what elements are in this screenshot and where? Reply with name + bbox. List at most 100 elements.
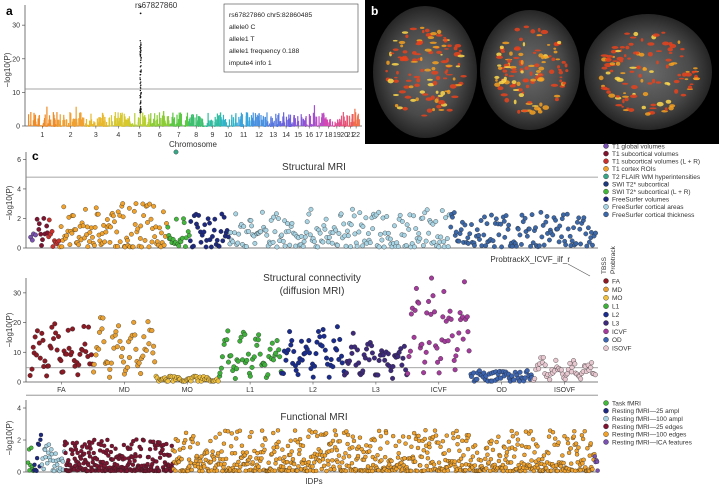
smri-point (220, 238, 226, 244)
smri-point (186, 233, 192, 238)
smri-point (530, 240, 536, 246)
manhattan-point (99, 116, 101, 126)
smri-point (489, 212, 494, 218)
fmri-point (510, 434, 516, 439)
smri-point (528, 243, 533, 249)
manhattan-point (87, 125, 90, 127)
fmri-point (213, 435, 218, 440)
manhattan-point (137, 119, 140, 126)
smri-point (29, 237, 35, 243)
manhattan-point (265, 122, 267, 126)
tbss-blob (401, 31, 409, 34)
smri-point (420, 215, 426, 221)
dmri-point (567, 360, 573, 366)
fmri-point (146, 454, 151, 460)
smri-point (413, 226, 419, 231)
smri-tick-label: 2 (17, 216, 21, 223)
smri-point (157, 225, 162, 231)
fmri-point (416, 433, 421, 439)
manhattan-point (125, 119, 127, 126)
manhattan-point (333, 125, 335, 127)
manhattan-point (177, 119, 180, 126)
smri-point (403, 243, 409, 248)
dmri-point (421, 370, 427, 376)
dmri-point (401, 343, 407, 349)
manhattan-point (315, 116, 317, 126)
manhattan-peak-point (140, 56, 142, 59)
fmri-point (541, 453, 547, 458)
manhattan-point (207, 125, 209, 127)
tbss-blob (609, 62, 616, 66)
smri-point (543, 219, 549, 225)
smri-point (467, 231, 473, 237)
smri-point (115, 243, 120, 249)
fmri-point (478, 458, 484, 463)
manhattan-point (144, 117, 147, 126)
manhattan-point (335, 125, 337, 127)
tbss-blob (516, 88, 523, 92)
fmri-point (325, 458, 330, 463)
fmri-point (416, 438, 422, 443)
dmri-point (245, 351, 251, 357)
smri-legend-marker (603, 158, 609, 164)
tbss-blob (629, 66, 637, 69)
manhattan-point (355, 120, 357, 126)
manhattan-point (297, 116, 299, 126)
fmri-point (463, 467, 468, 473)
fmri-point (210, 449, 215, 454)
fmri-point (151, 439, 156, 444)
smri-point (38, 231, 44, 237)
smri-point (203, 244, 209, 250)
smri-point (433, 219, 439, 224)
smri-point (129, 231, 134, 237)
tbss-blob (628, 42, 634, 46)
tbss-blob (615, 49, 621, 53)
smri-point (104, 217, 110, 222)
manhattan-x-tick-label: 15 (294, 132, 302, 139)
tbss-blob (600, 54, 609, 57)
fmri-point (515, 437, 521, 442)
manhattan-point (263, 125, 265, 127)
dmri-point (399, 362, 405, 368)
dmri-point (44, 373, 50, 379)
dmri-legend-label: MD (612, 287, 622, 294)
fmri-point (436, 440, 441, 445)
smri-point (85, 224, 90, 230)
manhattan-point (257, 115, 259, 126)
manhattan-point (355, 112, 357, 126)
manhattan-point (40, 125, 42, 127)
fmri-point (319, 466, 324, 472)
smri-point (46, 217, 52, 223)
smri-point (131, 208, 137, 214)
tbss-blob (502, 69, 508, 73)
fmri-point (400, 434, 406, 439)
tbss-blob (528, 64, 535, 68)
manhattan-x-tick-label: 10 (224, 132, 232, 139)
fmri-legend-marker (603, 431, 609, 437)
dmri-point (107, 374, 113, 380)
smri-legend-label: T1 cortex ROIs (612, 166, 656, 173)
dmri-legend-label: L3 (612, 320, 620, 327)
fmri-point (100, 459, 106, 465)
smri-point (130, 244, 136, 250)
smri-point (125, 238, 130, 243)
tbss-blob (420, 56, 423, 62)
manhattan-point (285, 116, 288, 126)
tbss-blob (445, 69, 449, 72)
tbss-blob (606, 90, 611, 94)
manhattan-point (199, 125, 201, 127)
manhattan-point (208, 120, 210, 126)
manhattan-point (344, 124, 346, 126)
fmri-point (345, 441, 350, 447)
fmri-point (275, 444, 280, 450)
tbss-blob (444, 48, 449, 50)
manhattan-point (351, 125, 353, 127)
snp-info-box (223, 3, 359, 73)
fmri-point (194, 453, 200, 459)
manhattan-point (227, 125, 230, 127)
fmri-point (336, 453, 342, 458)
smri-point (161, 242, 167, 248)
manhattan-point (74, 118, 76, 126)
manhattan-point (344, 125, 346, 127)
smri-point (360, 243, 365, 249)
